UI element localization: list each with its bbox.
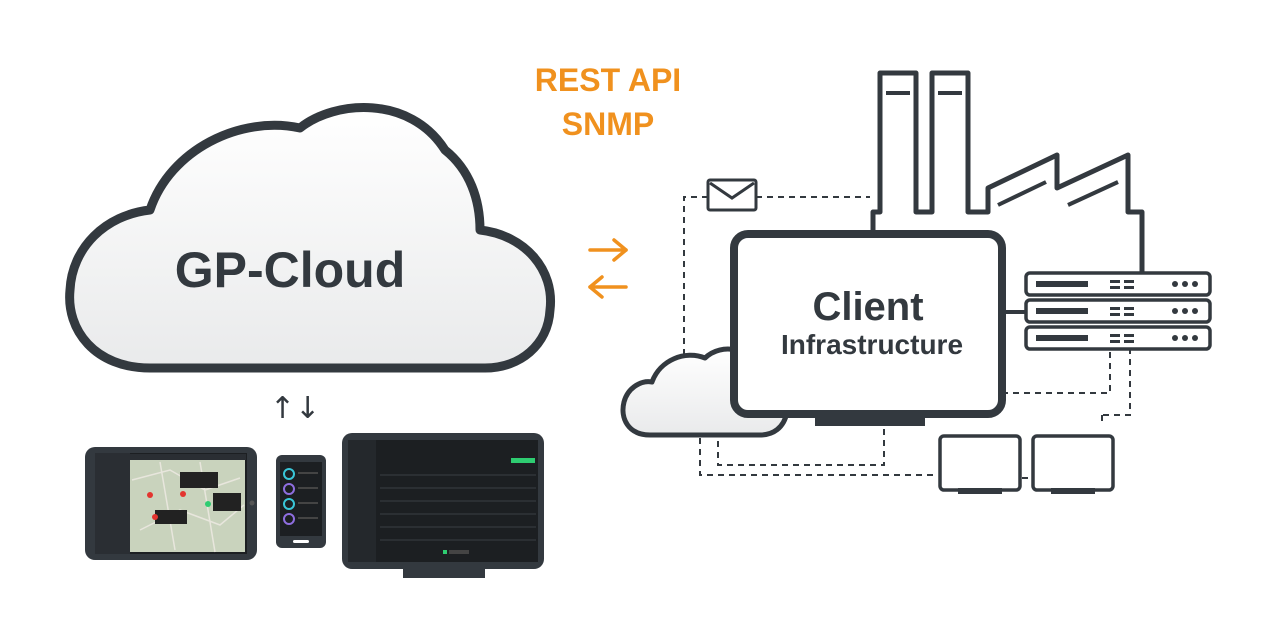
gp-cloud: GP-Cloud [65, 103, 556, 373]
protocol-rest-api: REST API [535, 62, 681, 98]
client-infrastructure: Client Infrastructure [730, 230, 1006, 426]
monitor-icon [938, 434, 1115, 494]
envelope-icon [706, 178, 758, 212]
client-label: Client [812, 285, 923, 329]
infrastructure-label: Infrastructure [781, 329, 963, 360]
protocol-snmp: SNMP [562, 106, 654, 142]
server-rack-icon [1002, 271, 1212, 351]
phone-device [276, 455, 326, 548]
sync-arrows: ↑↓ [270, 391, 320, 426]
cloud-label: GP-Cloud [175, 242, 406, 298]
tablet-device [85, 447, 257, 560]
desktop-device [342, 433, 544, 578]
exchange-arrows-icon [588, 238, 628, 299]
